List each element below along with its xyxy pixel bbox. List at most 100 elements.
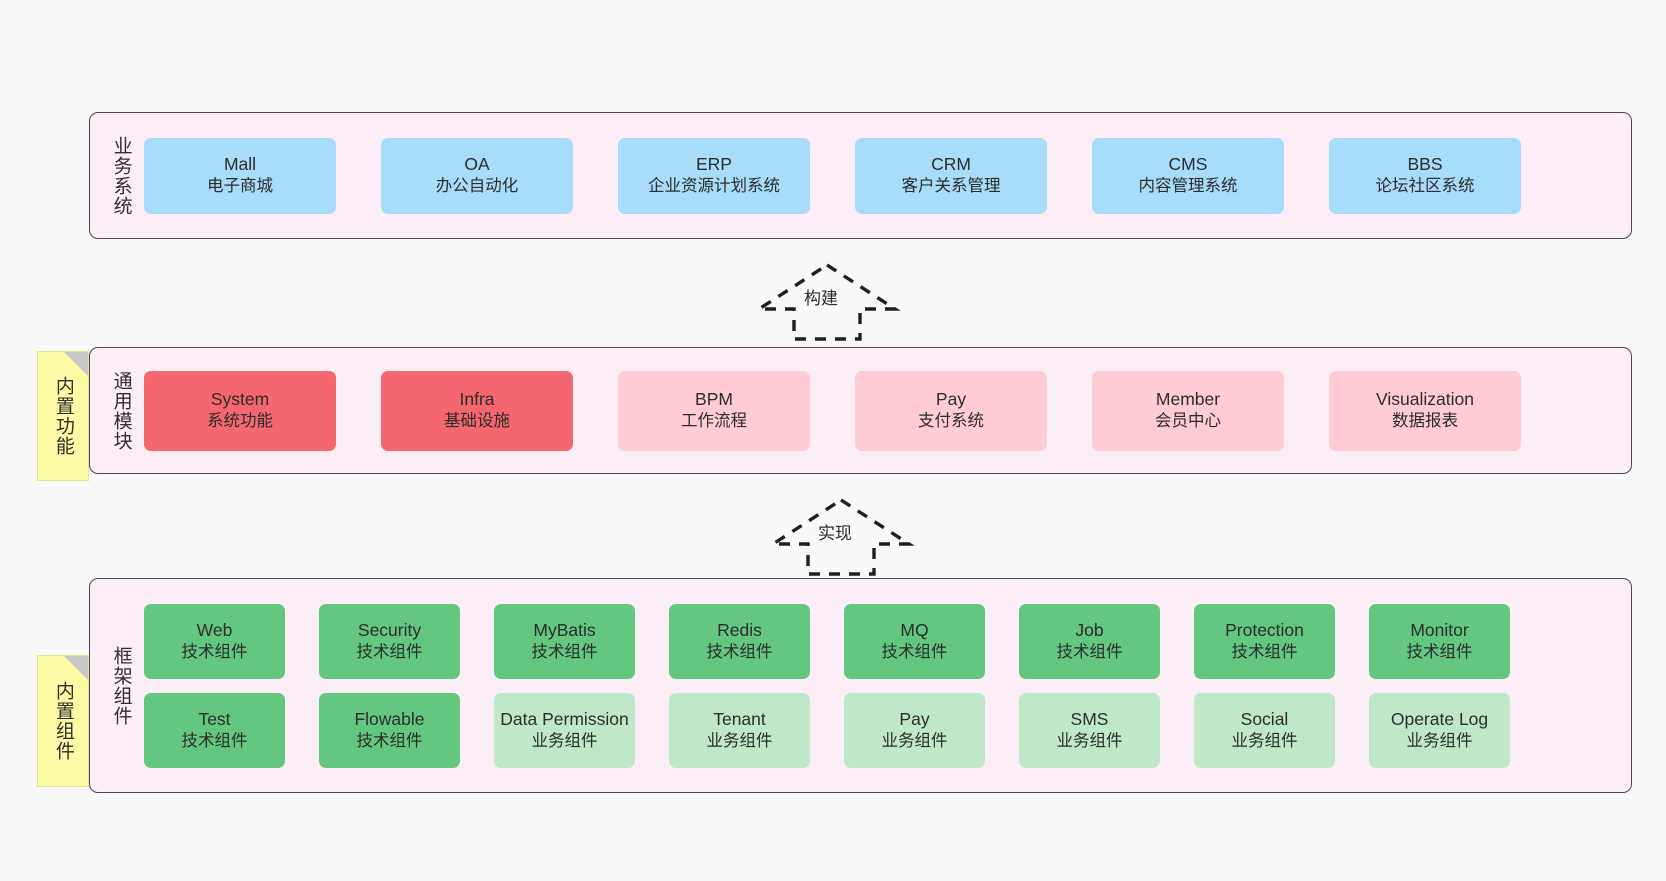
card-title: System [210, 389, 270, 410]
note-builtin-function: 内置功能 [37, 351, 89, 481]
card-subtitle: 技术组件 [531, 642, 598, 661]
card-title: SMS [1070, 708, 1109, 729]
card-cms[interactable]: CMS 内容管理系统 [1092, 137, 1284, 214]
card-pay[interactable]: Pay 业务组件 [844, 692, 985, 768]
card-subtitle: 论坛社区系统 [1375, 177, 1475, 196]
card-data-permission[interactable]: Data Permission 业务组件 [494, 692, 635, 768]
card-subtitle: 基础设施 [444, 412, 510, 431]
card-flowable[interactable]: Flowable 技术组件 [319, 692, 460, 768]
card-operate-log[interactable]: Operate Log 业务组件 [1369, 692, 1510, 768]
card-infra[interactable]: Infra 基础设施 [381, 370, 573, 451]
card-subtitle: 技术组件 [1406, 642, 1473, 661]
card-title: Monitor [1410, 619, 1469, 640]
card-tenant[interactable]: Tenant 业务组件 [669, 692, 810, 768]
card-title: Social [1240, 708, 1289, 729]
card-title: Infra [459, 389, 495, 410]
card-subtitle: 业务组件 [1406, 731, 1473, 750]
card-title: Visualization [1376, 389, 1474, 410]
card-protection[interactable]: Protection 技术组件 [1194, 603, 1335, 679]
card-title: CRM [931, 154, 971, 175]
card-subtitle: 系统功能 [207, 412, 273, 431]
arrow-build-label: 构建 [802, 284, 840, 309]
note-builtin-component: 内置组件 [37, 655, 89, 787]
card-title: OA [464, 154, 490, 175]
card-subtitle: 技术组件 [706, 642, 773, 661]
card-title: CMS [1168, 154, 1208, 175]
card-subtitle: 技术组件 [1056, 642, 1123, 661]
card-title: Tenant [713, 708, 766, 729]
card-job[interactable]: Job 技术组件 [1019, 603, 1160, 679]
card-subtitle: 数据报表 [1392, 412, 1458, 431]
card-mybatis[interactable]: MyBatis 技术组件 [494, 603, 635, 679]
card-title: Pay [899, 708, 930, 729]
card-subtitle: 业务组件 [1056, 731, 1123, 750]
card-subtitle: 技术组件 [356, 731, 423, 750]
card-title: Operate Log [1390, 708, 1489, 729]
card-title: Job [1075, 619, 1104, 640]
card-title: MQ [900, 619, 929, 640]
card-title: Flowable [354, 708, 425, 729]
card-subtitle: 技术组件 [881, 642, 948, 661]
card-social[interactable]: Social 业务组件 [1194, 692, 1335, 768]
card-subtitle: 业务组件 [531, 731, 598, 750]
card-bbs[interactable]: BBS 论坛社区系统 [1329, 137, 1521, 214]
layer-title-framework-component: 框架组件 [110, 645, 132, 726]
card-title: Web [196, 619, 233, 640]
card-title: BPM [695, 389, 733, 410]
card-sms[interactable]: SMS 业务组件 [1019, 692, 1160, 768]
card-subtitle: 客户关系管理 [901, 177, 1001, 196]
card-title: Pay [935, 389, 967, 410]
card-title: MyBatis [533, 619, 596, 640]
card-subtitle: 企业资源计划系统 [648, 177, 780, 196]
card-subtitle: 业务组件 [706, 731, 773, 750]
card-subtitle: 业务组件 [1231, 731, 1298, 750]
card-redis[interactable]: Redis 技术组件 [669, 603, 810, 679]
card-monitor[interactable]: Monitor 技术组件 [1369, 603, 1510, 679]
arrow-build: 构建 [753, 262, 901, 342]
card-title: Security [357, 619, 422, 640]
card-subtitle: 内容管理系统 [1138, 177, 1238, 196]
card-bpm[interactable]: BPM 工作流程 [618, 370, 810, 451]
card-visualization[interactable]: Visualization 数据报表 [1329, 370, 1521, 451]
card-title: Data Permission [500, 708, 629, 729]
card-subtitle: 工作流程 [681, 412, 747, 431]
card-subtitle: 电子商城 [207, 177, 273, 196]
card-subtitle: 会员中心 [1155, 412, 1221, 431]
card-subtitle: 技术组件 [1231, 642, 1298, 661]
note-builtin-function-label: 内置功能 [52, 376, 74, 456]
card-title: Protection [1225, 619, 1304, 640]
card-subtitle: 技术组件 [181, 731, 248, 750]
card-oa[interactable]: OA 办公自动化 [381, 137, 573, 214]
card-subtitle: 办公自动化 [435, 177, 519, 196]
card-system[interactable]: System 系统功能 [144, 370, 336, 451]
layer-title-business-system: 业务系统 [110, 135, 132, 216]
card-title: BBS [1407, 154, 1443, 175]
arrow-implement-label: 实现 [816, 519, 854, 544]
card-subtitle: 业务组件 [881, 731, 948, 750]
card-crm[interactable]: CRM 客户关系管理 [855, 137, 1047, 214]
card-security[interactable]: Security 技术组件 [319, 603, 460, 679]
note-fold-corner-icon [64, 352, 88, 376]
card-title: Redis [717, 619, 762, 640]
card-mq[interactable]: MQ 技术组件 [844, 603, 985, 679]
note-builtin-component-label: 内置组件 [52, 681, 74, 761]
note-fold-corner-icon [64, 656, 88, 680]
card-subtitle: 技术组件 [356, 642, 423, 661]
